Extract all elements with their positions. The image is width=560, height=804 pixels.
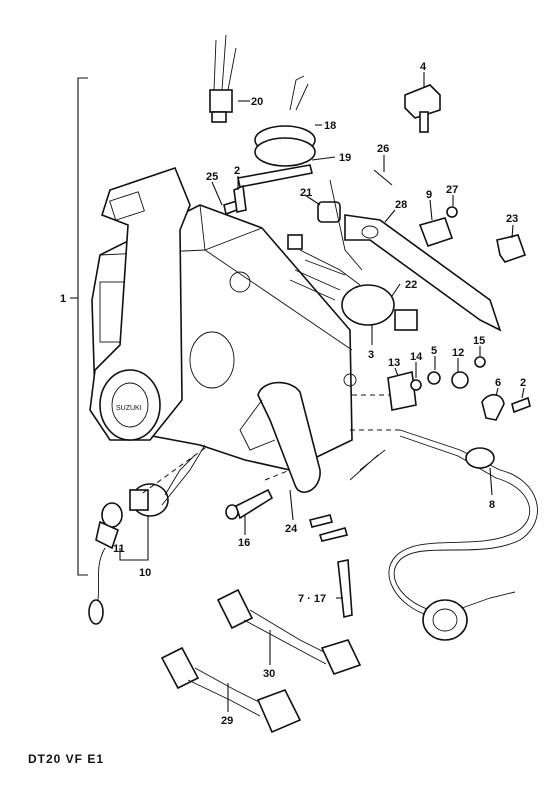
clip-23: [496, 234, 527, 263]
pipe-19: [237, 164, 313, 188]
washer-12: [451, 371, 469, 389]
callout-19: 19: [339, 152, 351, 164]
grommet-18: [254, 75, 316, 167]
extension-cable-29: [160, 646, 302, 734]
assembly-bracket: [70, 77, 88, 576]
plate-13: [387, 371, 417, 411]
ignition-key: [404, 84, 441, 133]
washer-14: [410, 379, 422, 391]
callout-2-right: 2: [520, 377, 526, 389]
callout-18: 18: [324, 120, 336, 132]
callout-14: 14: [410, 351, 423, 363]
clip-9: [418, 217, 454, 248]
wiring-harness: [287, 179, 418, 331]
callout-26: 26: [377, 143, 389, 155]
callout-24: 24: [285, 523, 298, 535]
callout-labels: 1 2 2 3 4 5 6 7 · 17 8 9 10 11 12 13 14 …: [60, 61, 526, 727]
callout-27: 27: [446, 184, 458, 196]
callout-20: 20: [251, 96, 263, 108]
screw-2-top: [233, 184, 247, 213]
callout-30: 30: [263, 668, 275, 680]
leader-lines: [119, 72, 525, 712]
callout-21: 21: [300, 187, 312, 199]
throttle-lever: [239, 381, 321, 493]
callout-13: 13: [388, 357, 400, 369]
callout-22: 22: [405, 279, 417, 291]
callout-11: 11: [113, 543, 125, 555]
callout-4: 4: [420, 61, 427, 73]
assembly-guides: [139, 394, 400, 496]
callout-2-top: 2: [234, 165, 240, 177]
key-lanyard: [88, 520, 119, 625]
nut-27: [446, 206, 458, 218]
bracket-28: [344, 214, 502, 332]
control-lever: SUZUKI: [89, 167, 191, 441]
bolt-16: [225, 488, 274, 520]
main-switch: [101, 444, 206, 528]
callout-9: 9: [426, 189, 432, 201]
pin-26: [373, 169, 393, 186]
extension-cable-30: [216, 588, 362, 675]
connector-plugs: [309, 514, 348, 542]
callout-25: 25: [206, 171, 218, 183]
callout-16: 16: [238, 537, 250, 549]
callout-3: 3: [368, 349, 374, 361]
callout-12: 12: [452, 347, 464, 359]
callout-10: 10: [139, 567, 151, 579]
callout-8: 8: [489, 499, 495, 511]
callout-6: 6: [495, 377, 501, 389]
callout-23: 23: [506, 213, 518, 225]
cable-tie: [337, 559, 353, 618]
callout-28: 28: [395, 199, 407, 211]
callout-1: 1: [60, 293, 66, 305]
nut-15: [474, 356, 486, 368]
callout-15: 15: [473, 335, 485, 347]
screw-2-right: [511, 396, 531, 414]
callout-29: 29: [221, 715, 233, 727]
nut-5: [427, 371, 441, 385]
svg-text:SUZUKI: SUZUKI: [116, 405, 142, 412]
clamp-6: [481, 393, 505, 421]
diagram-reference-code: DT20 VF E1: [28, 752, 105, 766]
wire-connector-20: [209, 34, 237, 123]
callout-7-17: 7 · 17: [298, 593, 326, 605]
callout-5: 5: [431, 345, 437, 357]
cable-8: [349, 429, 538, 641]
